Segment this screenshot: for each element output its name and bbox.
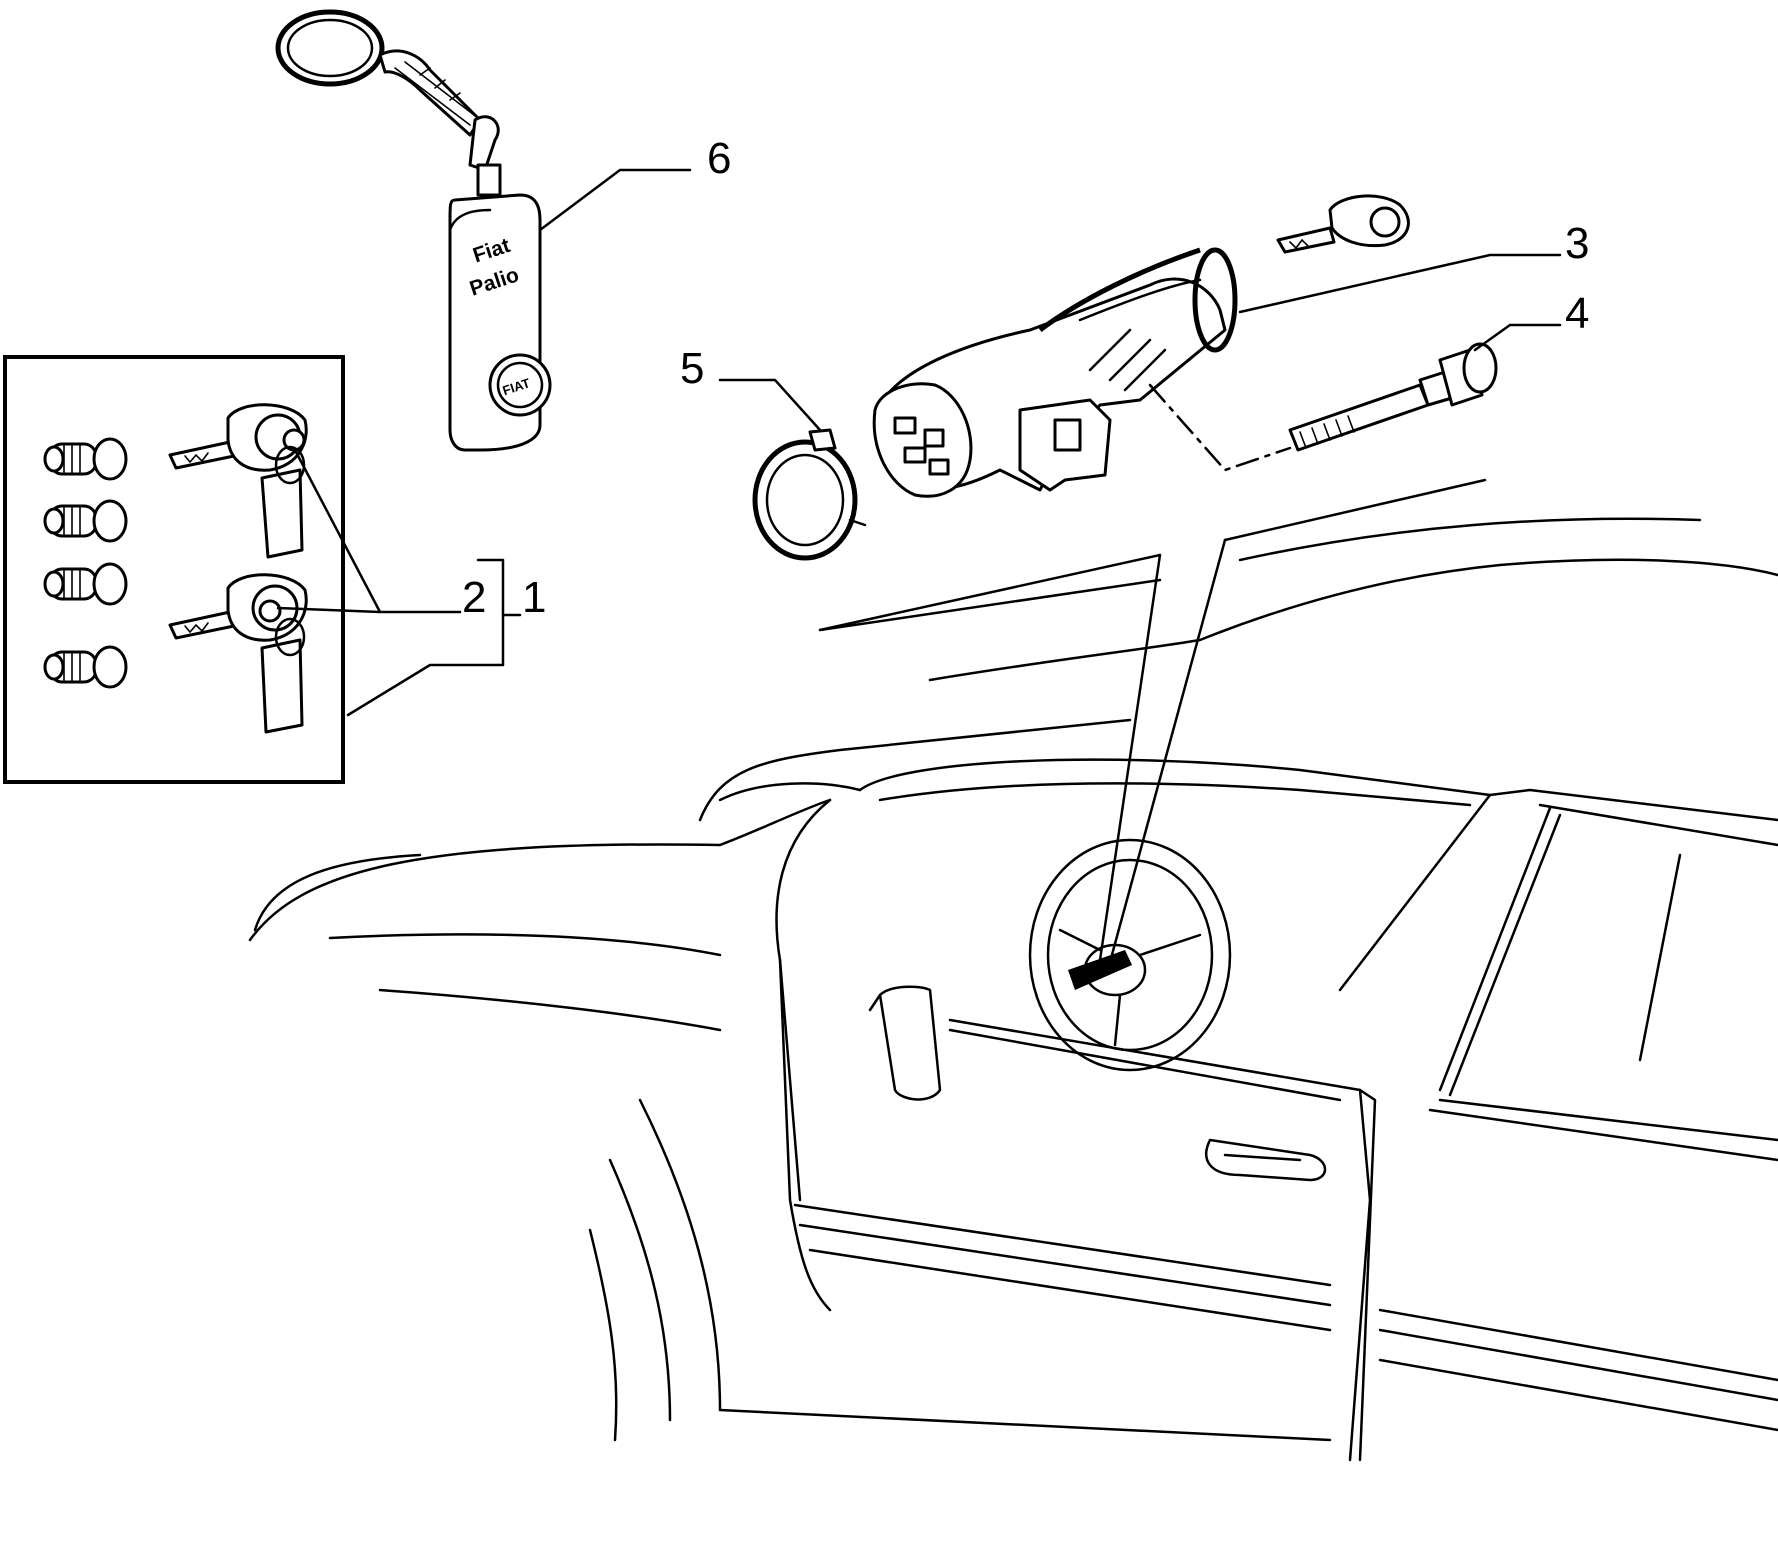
- key-with-tag-upper: [168, 403, 308, 559]
- callout-4: 4: [1565, 289, 1589, 338]
- detail-pointer-lines: [818, 478, 1487, 964]
- retaining-ring: [752, 428, 867, 561]
- callout-2: 2: [462, 573, 486, 622]
- callout-6: 6: [707, 134, 731, 183]
- lock-location-marker: [1068, 950, 1132, 990]
- car-outline: [248, 517, 1778, 1462]
- keyfob: Fiat Palio FIAT: [275, 9, 552, 452]
- shear-bolt: [1288, 342, 1498, 452]
- lock-cylinders: [43, 437, 128, 689]
- callout-3: 3: [1565, 219, 1589, 268]
- key-with-tag-lower: [168, 573, 308, 734]
- callout-1: 1: [522, 573, 546, 622]
- ignition-lock-assembly: [872, 247, 1238, 498]
- callout-5: 5: [680, 344, 704, 393]
- leader-lines: [276, 168, 1562, 717]
- bolt-axis-line: [1148, 383, 1292, 472]
- steering-wheel: [1028, 838, 1232, 1072]
- ignition-key: [1276, 194, 1410, 254]
